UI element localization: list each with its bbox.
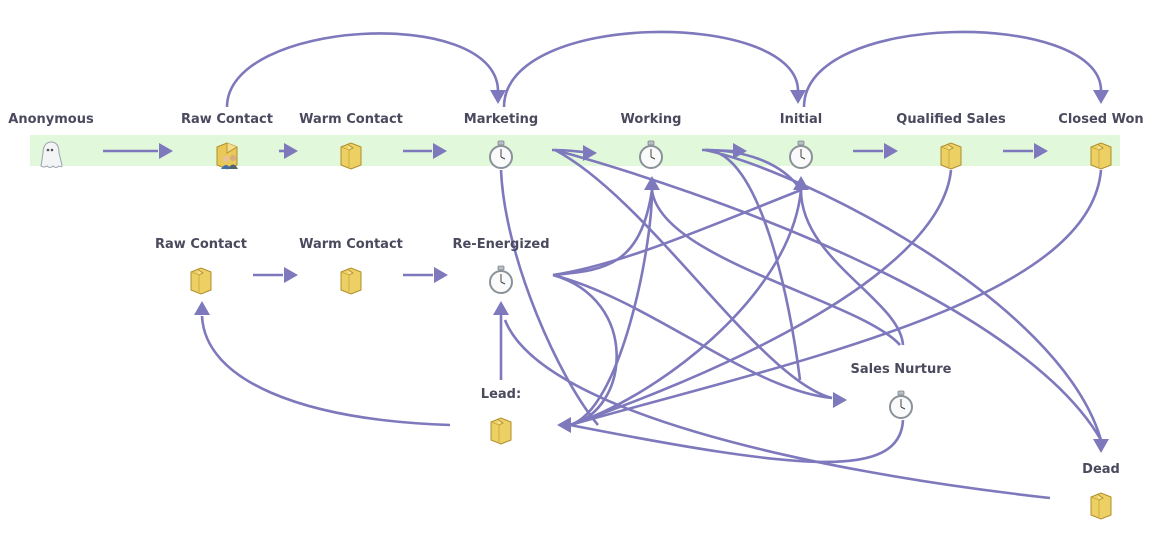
arrowhead: [644, 176, 660, 190]
node-label: Warm Contact: [299, 112, 403, 127]
transition-connector[interactable]: [499, 169, 599, 426]
box-icon: [190, 267, 212, 295]
node-warm-contact-main[interactable]: Warm Contact: [281, 111, 421, 171]
arrowhead: [884, 143, 898, 159]
node-label: Dead: [1082, 462, 1120, 477]
transition-connector[interactable]: [704, 148, 1103, 441]
box-icon: [940, 142, 962, 170]
arrowhead: [1093, 439, 1109, 453]
node-label: Marketing: [463, 112, 539, 127]
box-icon: [1090, 142, 1112, 170]
stopwatch-icon: [489, 140, 513, 169]
node-label: Qualified Sales: [896, 112, 1006, 127]
transition-connector[interactable]: [802, 30, 1103, 108]
node-label: Warm Contact: [299, 237, 403, 252]
transition-connector[interactable]: [704, 148, 803, 191]
node-warm-contact-second[interactable]: Warm Contact: [281, 236, 421, 296]
arrowhead: [284, 143, 298, 159]
transition-connector[interactable]: [650, 189, 901, 346]
arrowhead: [284, 267, 298, 283]
arrowhead: [557, 417, 571, 433]
node-label: Raw Contact: [181, 112, 273, 127]
node-working[interactable]: Working: [581, 111, 721, 171]
node-label: Lead:: [480, 387, 522, 402]
node-label: Initial: [779, 112, 823, 127]
arrowhead: [433, 143, 447, 159]
box-icon: [1090, 492, 1112, 520]
node-raw-contact-main[interactable]: Raw Contact: [157, 111, 297, 171]
stopwatch-icon: [889, 390, 913, 419]
box-icon: [490, 417, 512, 445]
node-label: Working: [620, 112, 682, 127]
node-label: Closed Won: [1058, 112, 1144, 127]
box-icon: [340, 142, 362, 170]
transition-connector[interactable]: [200, 315, 451, 427]
arrowhead: [1034, 143, 1048, 159]
arrowhead: [493, 301, 509, 315]
transition-connector[interactable]: [704, 148, 802, 381]
arrowhead: [159, 143, 173, 159]
transition-connector[interactable]: [552, 188, 802, 277]
arrowhead: [583, 145, 597, 161]
node-label: Anonymous: [8, 112, 94, 127]
arrowhead: [1093, 90, 1109, 104]
node-initial[interactable]: Initial: [731, 111, 871, 171]
node-label: Sales Nurture: [850, 362, 952, 377]
arrowhead: [833, 392, 847, 408]
node-sales-nurture[interactable]: Sales Nurture: [831, 361, 971, 421]
node-dead[interactable]: Dead: [1031, 461, 1170, 521]
arrowhead: [194, 301, 210, 315]
node-label: Raw Contact: [155, 237, 247, 252]
transition-connector[interactable]: [569, 419, 905, 464]
stopwatch-icon: [639, 140, 663, 169]
stopwatch-icon: [789, 140, 813, 169]
arrowhead: [490, 90, 506, 104]
node-raw-contact-second[interactable]: Raw Contact: [131, 236, 271, 296]
node-marketing[interactable]: Marketing: [431, 111, 571, 171]
node-anonymous[interactable]: Anonymous: [0, 111, 121, 171]
transition-connector[interactable]: [569, 189, 654, 427]
node-lead[interactable]: Lead:: [431, 386, 571, 446]
transition-connector[interactable]: [502, 30, 800, 108]
box-icon: [340, 267, 362, 295]
transition-connector[interactable]: [554, 148, 1103, 441]
box-with-people-icon: [216, 142, 238, 170]
ghost-icon: [40, 141, 63, 168]
transition-connector[interactable]: [503, 319, 1051, 500]
node-re-energized[interactable]: Re-Energized: [431, 236, 571, 296]
arrowhead: [790, 90, 806, 104]
transition-connector[interactable]: [554, 148, 833, 400]
transition-connector[interactable]: [225, 32, 500, 108]
stopwatch-icon: [489, 265, 513, 294]
arrowhead: [434, 267, 448, 283]
transition-connector[interactable]: [569, 169, 1103, 427]
node-closed-won[interactable]: Closed Won: [1031, 111, 1170, 171]
transition-connector[interactable]: [569, 169, 953, 427]
transition-connector[interactable]: [569, 189, 803, 427]
node-qualified-sales[interactable]: Qualified Sales: [881, 111, 1021, 171]
arrowhead: [733, 143, 747, 159]
node-label: Re-Energized: [452, 237, 550, 252]
transition-connector[interactable]: [552, 273, 833, 400]
